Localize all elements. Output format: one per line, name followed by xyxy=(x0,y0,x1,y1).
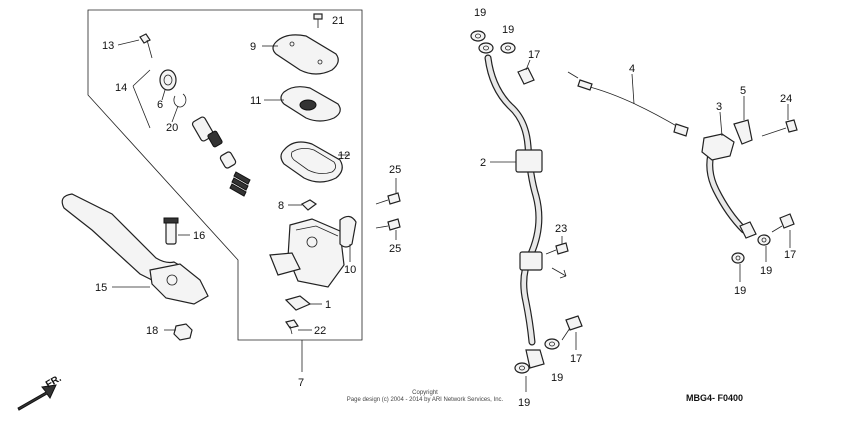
part-17-bolt-right[interactable] xyxy=(771,213,795,233)
callout-25a: 25 xyxy=(389,164,401,176)
part-17-bolt-lower[interactable] xyxy=(561,315,583,341)
part-16-pivot-bolt[interactable] xyxy=(163,217,179,245)
part-13-bolt[interactable] xyxy=(139,33,153,59)
callout-8: 8 xyxy=(278,200,284,212)
part-25-bolt-a[interactable] xyxy=(375,192,401,205)
part-1-brake-switch[interactable] xyxy=(284,295,312,311)
part-19-washer-b[interactable] xyxy=(478,42,494,54)
callout-5: 5 xyxy=(740,85,746,97)
assembly-outline xyxy=(87,9,363,341)
part-5-clamp[interactable] xyxy=(733,119,753,145)
direction-label: FR. xyxy=(44,373,64,391)
copyright-line2: Page design (c) 2004 - 2014 by ARI Netwo… xyxy=(347,397,504,403)
callout-10: 10 xyxy=(344,264,356,276)
callout-21: 21 xyxy=(332,15,344,27)
part-2-brake-hose[interactable] xyxy=(484,54,545,369)
part-19-washer-c[interactable] xyxy=(500,42,516,54)
part-17-bolt-top[interactable] xyxy=(517,67,535,85)
callout-3: 3 xyxy=(716,101,722,113)
callout-17a: 17 xyxy=(528,49,540,61)
callout-2: 2 xyxy=(480,157,486,169)
part-22-screw[interactable] xyxy=(285,319,299,335)
callout-16: 16 xyxy=(193,230,205,242)
callout-19a: 19 xyxy=(474,7,486,19)
callout-6: 6 xyxy=(157,99,163,111)
callout-18: 18 xyxy=(146,325,158,337)
copyright-line1: Copyright xyxy=(412,390,438,396)
part-4-brake-pipe[interactable] xyxy=(577,79,689,137)
part-8-clip[interactable] xyxy=(300,199,318,211)
part-10-boot[interactable] xyxy=(339,215,357,248)
callout-19b: 19 xyxy=(502,24,514,36)
callout-4: 4 xyxy=(629,63,635,75)
callout-19c: 19 xyxy=(551,372,563,384)
part-12-diaphragm[interactable] xyxy=(280,141,343,183)
callout-20: 20 xyxy=(166,122,178,134)
part-15-brake-lever[interactable] xyxy=(61,193,209,305)
part-3-joint-hose[interactable] xyxy=(701,133,757,239)
part-24-bolt[interactable] xyxy=(761,119,798,137)
callout-11: 11 xyxy=(250,95,261,107)
part-11-diaphragm-plate[interactable] xyxy=(280,86,341,122)
callout-19e: 19 xyxy=(760,265,772,277)
part-20-circlip[interactable] xyxy=(173,93,187,108)
callout-17c: 17 xyxy=(784,249,796,261)
part-25-bolt-b[interactable] xyxy=(375,218,401,231)
master-cylinder-body[interactable] xyxy=(269,218,345,288)
part-19-washer-f[interactable] xyxy=(757,234,771,246)
callout-13: 13 xyxy=(102,40,114,52)
part-23-bolt[interactable] xyxy=(545,242,569,255)
callout-7: 7 xyxy=(298,377,304,389)
callout-19f: 19 xyxy=(734,285,746,297)
front-direction-arrow-icon xyxy=(17,384,57,411)
part-21-screw[interactable] xyxy=(313,13,323,28)
callout-25b: 25 xyxy=(389,243,401,255)
part-19-washer-d[interactable] xyxy=(544,338,560,350)
callout-17b: 17 xyxy=(570,353,582,365)
part-6-cap[interactable] xyxy=(159,69,177,91)
part-19-washer-a[interactable] xyxy=(470,30,486,42)
callout-22: 22 xyxy=(314,325,326,337)
callout-24: 24 xyxy=(780,93,792,105)
direction-arrow-icon xyxy=(551,267,567,279)
piston-set[interactable] xyxy=(191,116,251,197)
callout-23: 23 xyxy=(555,223,567,235)
callout-9: 9 xyxy=(250,41,256,53)
callout-1: 1 xyxy=(325,299,331,311)
part-19-washer-e[interactable] xyxy=(514,362,530,374)
part-19-washer-g[interactable] xyxy=(731,252,745,264)
callout-12: 12 xyxy=(338,150,350,162)
callout-14: 14 xyxy=(115,82,127,94)
diagram-code: MBG4- F0400 xyxy=(686,393,743,403)
callout-19d: 19 xyxy=(518,397,530,409)
callout-15: 15 xyxy=(95,282,107,294)
part-9-reservoir-cover[interactable] xyxy=(272,34,339,75)
part-18-nut[interactable] xyxy=(173,323,193,341)
